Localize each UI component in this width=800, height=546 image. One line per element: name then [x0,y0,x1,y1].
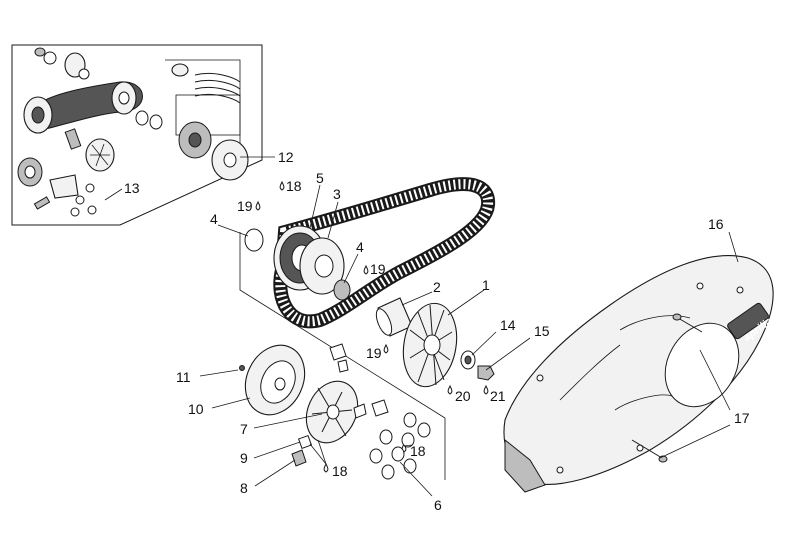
callout-19-mid: 19 [370,261,386,277]
pulley-half-3 [299,237,345,295]
screw-11 [239,365,245,371]
slider-right-a [371,399,389,417]
callout-16: 16 [708,216,724,232]
callout-1: 1 [482,277,490,293]
ramp-plate-10 [244,344,306,416]
callout-18-bottom-left: 18 [332,463,348,479]
callouts: 1 2 3 4 4 5 6 7 8 9 10 11 12 13 14 15 16… [124,149,750,513]
grease-drop-18a [279,180,285,191]
callout-19-top: 19 [237,198,253,214]
callout-5: 5 [316,170,324,186]
slider-9 [297,434,313,450]
leader-lines [104,156,739,497]
bushing-2 [375,297,413,337]
callout-8: 8 [240,480,248,496]
callout-19-bottom: 19 [366,345,382,361]
o-ring-4-left [244,228,264,252]
callout-4-right: 4 [356,239,364,255]
callout-3: 3 [333,186,341,202]
callout-10: 10 [188,401,204,417]
grease-drop-21 [483,384,489,395]
seal-4-right [333,279,351,301]
slider-top [329,343,347,361]
callout-7: 7 [240,421,248,437]
slider-8 [291,449,307,467]
callout-20: 20 [455,388,471,404]
callout-15: 15 [534,323,550,339]
callout-17: 17 [734,410,750,426]
callout-21: 21 [490,388,506,404]
variator-body-7 [305,380,359,444]
grease-drop-20 [447,384,453,395]
bolt-17-upper [677,317,703,333]
callout-18-top: 18 [286,178,302,194]
fan-pulley-1 [402,302,458,388]
grease-drop-19a [255,200,261,211]
slider-mid [337,359,349,373]
nut-15 [477,365,495,381]
callout-14: 14 [500,317,516,333]
washer-14-inner [464,355,472,365]
callout-6: 6 [434,497,442,513]
callout-12: 12 [278,149,294,165]
callout-9: 9 [240,450,248,466]
bolt-17-upper-head [672,313,682,321]
rollers-6 [369,412,431,480]
transmission-cover-16: aprilia [503,255,775,493]
slider-right-b [353,403,367,419]
drive-belt [273,177,496,329]
callout-2: 2 [433,279,441,295]
spring-inset [171,63,241,104]
callout-4-left: 4 [210,211,218,227]
callout-18-bottom-right: 18 [410,443,426,459]
callout-13: 13 [124,180,140,196]
grease-drop-19b [363,264,369,275]
callout-11: 11 [176,369,191,385]
grease-drop-18b [323,462,329,473]
assembly-inset [11,44,263,226]
bolt-17-lower [631,439,663,459]
grease-drop-19c [383,343,389,354]
